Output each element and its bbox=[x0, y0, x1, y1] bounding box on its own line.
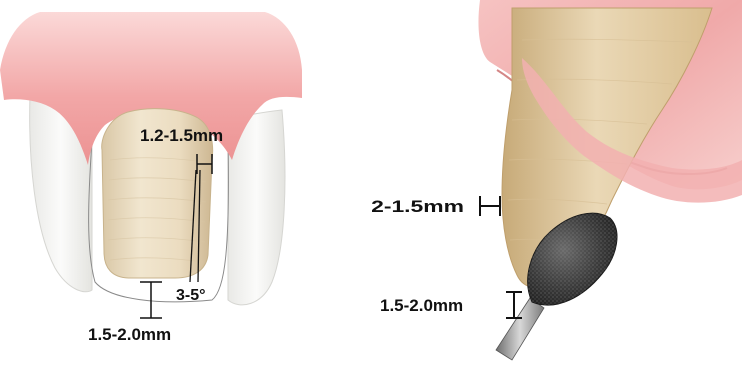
right-shoulder-width-label: 1.2-1.5mm bbox=[372, 197, 464, 216]
left-shoulder-width-label: 1.2-1.5mm bbox=[140, 126, 223, 145]
left-incisal-reduction-label: 1.5-2.0mm bbox=[88, 325, 171, 344]
lateral-view-illustration: 1.2-1.5mm 1.5-2.0mm bbox=[372, 0, 742, 369]
frontal-view-panel: 1.2-1.5mm 3-5° 1.5-2.0mm bbox=[0, 0, 372, 369]
lateral-shoulder-width-indicator bbox=[480, 196, 500, 216]
left-taper-angle-label: 3-5° bbox=[176, 287, 206, 304]
frontal-view-illustration: 1.2-1.5mm 3-5° 1.5-2.0mm bbox=[0, 0, 372, 369]
lateral-view-panel: 1.2-1.5mm 1.5-2.0mm bbox=[372, 0, 742, 369]
right-incisal-reduction-label: 1.5-2.0mm bbox=[380, 296, 463, 315]
bur-shank bbox=[496, 298, 544, 360]
